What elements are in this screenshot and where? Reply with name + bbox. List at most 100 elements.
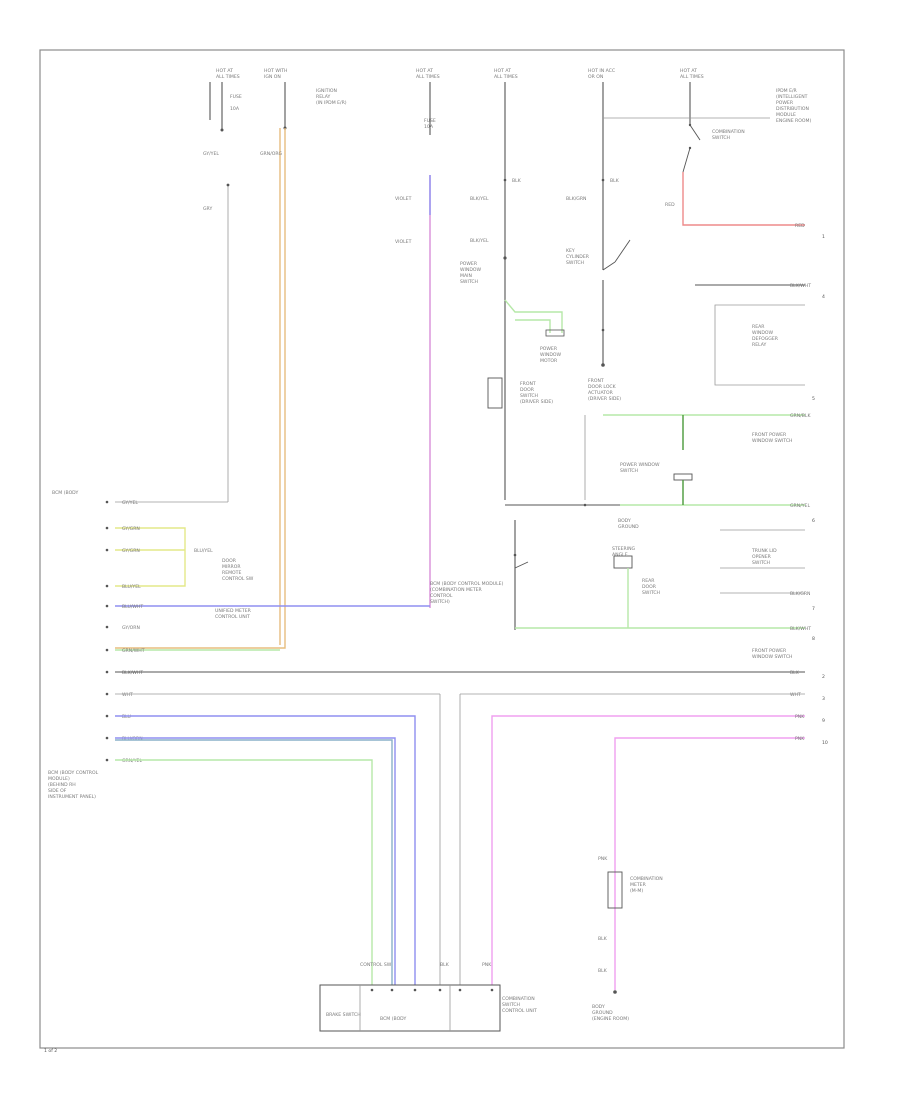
left-pin-1: GY/YEL	[105, 500, 138, 506]
header-6-line-1: HOT AT	[680, 68, 697, 74]
svg-text:DOOR: DOOR	[222, 558, 237, 564]
svg-text:WHT: WHT	[790, 692, 801, 698]
header-3-line-1: HOT AT	[416, 68, 433, 74]
svg-text:SWITCH: SWITCH	[642, 590, 660, 596]
svg-text:METER: METER	[630, 882, 647, 888]
svg-text:SWITCH: SWITCH	[712, 135, 730, 141]
orange-wire	[115, 128, 286, 649]
svg-text:REAR: REAR	[642, 578, 655, 584]
svg-text:2: 2	[822, 674, 825, 680]
svg-text:8: 8	[812, 636, 815, 642]
svg-text:GRN/WHT: GRN/WHT	[122, 648, 145, 654]
header-block-4: HOT AT ALL TIMES	[494, 68, 518, 500]
svg-text:DOOR: DOOR	[642, 584, 657, 590]
left-pin-11: BLU/ORN	[105, 736, 143, 742]
svg-text:MODULE): MODULE)	[48, 776, 70, 782]
svg-text:WINDOW: WINDOW	[460, 267, 481, 273]
svg-text:ENGINE ROOM): ENGINE ROOM)	[776, 118, 811, 124]
svg-text:CONTROL: CONTROL	[430, 593, 453, 599]
svg-text:BODY: BODY	[618, 518, 631, 524]
svg-text:CYLINDER: CYLINDER	[566, 254, 590, 260]
svg-text:REAR: REAR	[752, 324, 765, 330]
left-connector: BCM (BODY GY/YEL GY/GRN GY/GRN BLU/YEL B…	[52, 490, 145, 764]
svg-text:WINDOW: WINDOW	[752, 330, 773, 336]
mid-switch-label: DOOR MIRROR REMOTE CONTROL SW	[222, 558, 254, 582]
svg-text:WHT: WHT	[122, 692, 133, 698]
left-pin-7: GRN/WHT	[105, 648, 145, 654]
ign-relay-label-2: RELAY	[316, 94, 331, 100]
svg-text:ACTUATOR: ACTUATOR	[588, 390, 614, 396]
left-connector-title: BCM (BODY	[52, 490, 78, 496]
svg-text:9: 9	[822, 718, 825, 724]
svg-text:FRONT POWER: FRONT POWER	[752, 648, 787, 654]
bottom-module-middle: BCM (BODY	[380, 1016, 406, 1022]
svg-text:DOOR LOCK: DOOR LOCK	[588, 384, 617, 390]
fuse-column-5: BLK BLK/GRN KEY CYLINDER SWITCH FRONT DO…	[566, 178, 631, 402]
svg-text:RED: RED	[665, 202, 675, 208]
svg-text:MOTOR: MOTOR	[540, 358, 558, 364]
header-2-line-1: HOT WITH	[264, 68, 288, 74]
svg-text:PNK: PNK	[795, 714, 805, 720]
svg-text:(DRIVER SIDE): (DRIVER SIDE)	[520, 399, 553, 405]
svg-text:BLK: BLK	[610, 178, 620, 184]
left-pin-5: BLU/WHT	[105, 604, 143, 610]
svg-text:BCM (BODY CONTROL MODULE): BCM (BODY CONTROL MODULE)	[430, 581, 504, 587]
svg-text:BLK: BLK	[440, 962, 450, 968]
svg-text:BLK/WHT: BLK/WHT	[790, 283, 811, 289]
svg-text:STEERING: STEERING	[612, 546, 636, 552]
header-block-5: HOT IN ACC OR ON	[588, 68, 615, 270]
svg-text:BLK/YEL: BLK/YEL	[470, 238, 489, 244]
svg-text:7: 7	[812, 606, 815, 612]
svg-text:POWER: POWER	[540, 346, 558, 352]
svg-text:SWITCH: SWITCH	[502, 1002, 520, 1008]
svg-text:(M-M): (M-M)	[630, 888, 643, 894]
svg-text:MAIN: MAIN	[460, 273, 472, 279]
svg-text:CONTROL SW: CONTROL SW	[222, 576, 254, 582]
svg-text:3: 3	[822, 696, 825, 702]
svg-text:4: 4	[822, 294, 825, 300]
svg-text:REMOTE: REMOTE	[222, 570, 241, 576]
header-5-line-1: HOT IN ACC	[588, 68, 615, 74]
svg-text:BLU/YEL: BLU/YEL	[194, 548, 213, 554]
svg-text:SWITCH): SWITCH)	[430, 599, 450, 605]
ipdm-label: IPDM E/R (INTELLIGENT POWER DISTRIBUTION…	[776, 88, 811, 124]
svg-text:VIOLET: VIOLET	[395, 239, 412, 245]
svg-text:CONTROL UNIT: CONTROL UNIT	[502, 1008, 537, 1014]
combination-meter-switch: BCM (BODY CONTROL MODULE) (COMBINATION M…	[430, 520, 529, 630]
svg-text:WINDOW SWITCH: WINDOW SWITCH	[752, 438, 793, 444]
header-3-line-2: ALL TIMES	[416, 74, 440, 80]
svg-text:10: 10	[822, 740, 828, 746]
svg-text:PNK: PNK	[795, 736, 805, 742]
header-1-line-1: HOT AT	[216, 68, 233, 74]
page-number: 1 of 2	[44, 1048, 57, 1054]
svg-text:6: 6	[812, 518, 815, 524]
svg-text:GRN/ORG: GRN/ORG	[260, 151, 283, 157]
left-pin-4: BLU/YEL	[105, 584, 141, 590]
left-pin-12: GRN/YEL	[105, 758, 142, 764]
header-block-6: HOT AT ALL TIMES	[680, 68, 704, 125]
svg-text:BCM (BODY CONTROL: BCM (BODY CONTROL	[48, 770, 99, 776]
svg-text:COMBINATION: COMBINATION	[712, 129, 745, 135]
left-module-label: BCM (BODY CONTROL MODULE) (BEHIND RH SID…	[48, 770, 99, 800]
svg-text:BLK: BLK	[598, 936, 608, 942]
svg-text:SIDE OF: SIDE OF	[48, 788, 67, 794]
svg-text:GY/GRN: GY/GRN	[122, 548, 140, 554]
svg-text:FRONT POWER: FRONT POWER	[752, 432, 787, 438]
svg-text:GRN/YEL: GRN/YEL	[122, 758, 142, 764]
yellow-jumper-wire	[115, 527, 186, 587]
svg-text:BLK/GRN: BLK/GRN	[790, 591, 810, 597]
svg-text:KEY: KEY	[566, 248, 575, 254]
svg-text:VIOLET: VIOLET	[395, 196, 412, 202]
fuse-1-label: FUSE	[230, 94, 242, 100]
svg-text:BLU/YEL: BLU/YEL	[122, 584, 141, 590]
dark-green-wire	[504, 299, 563, 333]
svg-text:UNIFIED METER: UNIFIED METER	[215, 608, 252, 614]
header-5-line-2: OR ON	[588, 74, 603, 80]
svg-text:COMBINATION: COMBINATION	[630, 876, 663, 882]
left-pin-8: BLK/WHT	[105, 670, 143, 676]
svg-text:RELAY: RELAY	[752, 342, 767, 348]
door-switch-symbol: FRONT DOOR SWITCH (DRIVER SIDE)	[487, 377, 553, 409]
svg-text:GRY: GRY	[203, 206, 212, 212]
svg-text:(COMBINATION METER: (COMBINATION METER	[430, 587, 483, 593]
